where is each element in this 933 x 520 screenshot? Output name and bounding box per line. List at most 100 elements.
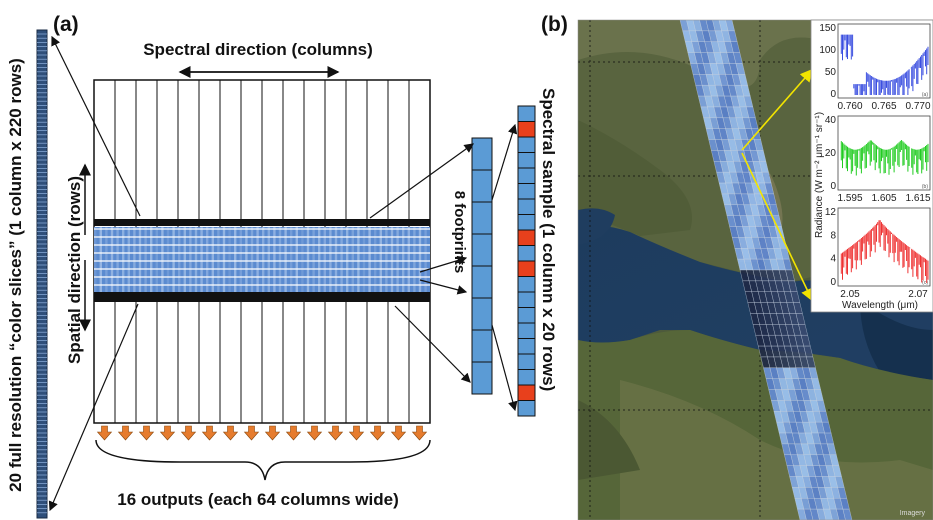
band-stripe	[385, 227, 388, 292]
output-arrow	[390, 425, 407, 441]
spectrum-ytick: 4	[830, 254, 836, 265]
spectrum-trace	[840, 220, 929, 283]
band-stripe	[250, 227, 254, 292]
spectrum-xtick: 2.05	[840, 289, 860, 300]
spectral-sample-highlight	[517, 260, 536, 277]
output-arrow	[327, 425, 344, 441]
spectrum-ytick: 20	[825, 148, 837, 159]
band-stripe	[144, 227, 147, 292]
band-stripe	[346, 227, 349, 292]
band-stripe	[357, 227, 360, 292]
spectral-sample-cell	[517, 105, 536, 122]
output-arrow	[96, 425, 113, 441]
spectrum-ytick: 40	[825, 115, 837, 126]
output-arrow	[348, 425, 365, 441]
spectrum-trace	[840, 140, 929, 176]
footprint-cell	[471, 265, 493, 299]
band-stripe	[155, 227, 158, 292]
spectrum-xtick: 1.605	[871, 193, 896, 204]
inset-ylabel: Radiance (W m⁻² μm⁻¹ sr⁻¹)	[814, 112, 825, 238]
output-arrow	[138, 425, 155, 441]
band-stripe	[301, 227, 304, 292]
band-stripe	[239, 227, 242, 292]
sounding-swath	[679, 20, 853, 520]
output-arrow	[117, 425, 134, 441]
band-stripe	[396, 227, 399, 292]
spectrum-ytick: 12	[825, 207, 837, 218]
band-stripe	[284, 227, 287, 292]
band-stripe	[295, 227, 298, 292]
spectral-sample-cell	[517, 198, 536, 215]
spectral-sample-cell	[517, 276, 536, 293]
output-arrow	[201, 425, 218, 441]
band-stripe	[273, 227, 276, 292]
band-stripe	[150, 227, 153, 292]
satellite-map[interactable]: Imagery	[578, 20, 933, 520]
band-stripe	[379, 227, 382, 292]
lower-slice-bar	[94, 292, 430, 302]
spectral-sample-column	[517, 105, 536, 417]
upper-slice-bar	[94, 219, 430, 226]
output-arrow	[369, 425, 386, 441]
band-stripe	[105, 227, 108, 292]
slice-connector-arrows	[48, 35, 141, 512]
band-stripe	[189, 227, 192, 292]
output-arrows	[96, 425, 428, 441]
band-fill	[94, 227, 430, 292]
inset-xlabel: Wavelength (μm)	[842, 300, 918, 311]
output-arrow	[285, 425, 302, 441]
band-stripe	[217, 227, 220, 292]
spectrum-corner-label: (c)	[922, 280, 928, 286]
band-stripe	[418, 227, 422, 292]
output-arrow	[264, 425, 281, 441]
band-stripe	[262, 227, 265, 292]
band-stripe	[99, 227, 102, 292]
band-stripe	[127, 227, 130, 292]
output-arrow	[306, 425, 323, 441]
panel-a-label: (a)	[53, 13, 79, 36]
footprint-cell	[471, 201, 493, 235]
footprint-arrows	[369, 123, 518, 412]
spectral-sample-cell	[517, 322, 536, 339]
spectral-sample-highlight	[517, 229, 536, 246]
swath-footprint	[836, 508, 846, 520]
footprint-cell	[471, 137, 493, 171]
color-slices-caption: 20 full resolution “color slices” (1 col…	[6, 58, 25, 492]
panel-b-label: (b)	[541, 13, 568, 36]
band-stripe	[362, 227, 366, 292]
spectrum-ytick: 150	[819, 23, 836, 34]
spectrum-ytick: 50	[825, 67, 837, 78]
band-stripe	[413, 227, 416, 292]
band-stripe	[228, 227, 231, 292]
band-stripe	[245, 227, 248, 292]
band-stripe	[318, 227, 321, 292]
selected-band	[94, 227, 430, 292]
spectral-sample-cell	[517, 369, 536, 386]
band-stripe	[278, 227, 282, 292]
spectrum-xtick: 2.07	[908, 289, 928, 300]
band-stripe	[407, 227, 410, 292]
spectral-sample-cell	[517, 338, 536, 355]
spectral-sample-cell	[517, 167, 536, 184]
output-arrow	[243, 425, 260, 441]
band-stripe	[206, 227, 209, 292]
footprint-column	[471, 137, 493, 395]
band-stripe	[267, 227, 270, 292]
outputs-caption: 16 outputs (each 64 columns wide)	[117, 490, 399, 509]
footprint-cell	[471, 329, 493, 363]
band-stripe	[94, 227, 97, 292]
output-arrow	[411, 425, 428, 441]
spectrum-ytick: 8	[830, 230, 836, 241]
swath-footprint	[810, 508, 820, 520]
spectrum-corner-label: (b)	[922, 184, 928, 190]
spectral-sample-cell	[517, 307, 536, 324]
band-stripe	[122, 227, 125, 292]
swath-footprint	[803, 508, 814, 520]
spectral-sample-highlight	[517, 121, 536, 138]
band-stripe	[306, 227, 310, 292]
band-stripe	[323, 227, 326, 292]
band-stripe	[351, 227, 354, 292]
spectrum-ytick: 100	[819, 45, 836, 56]
band-stripe	[110, 227, 114, 292]
